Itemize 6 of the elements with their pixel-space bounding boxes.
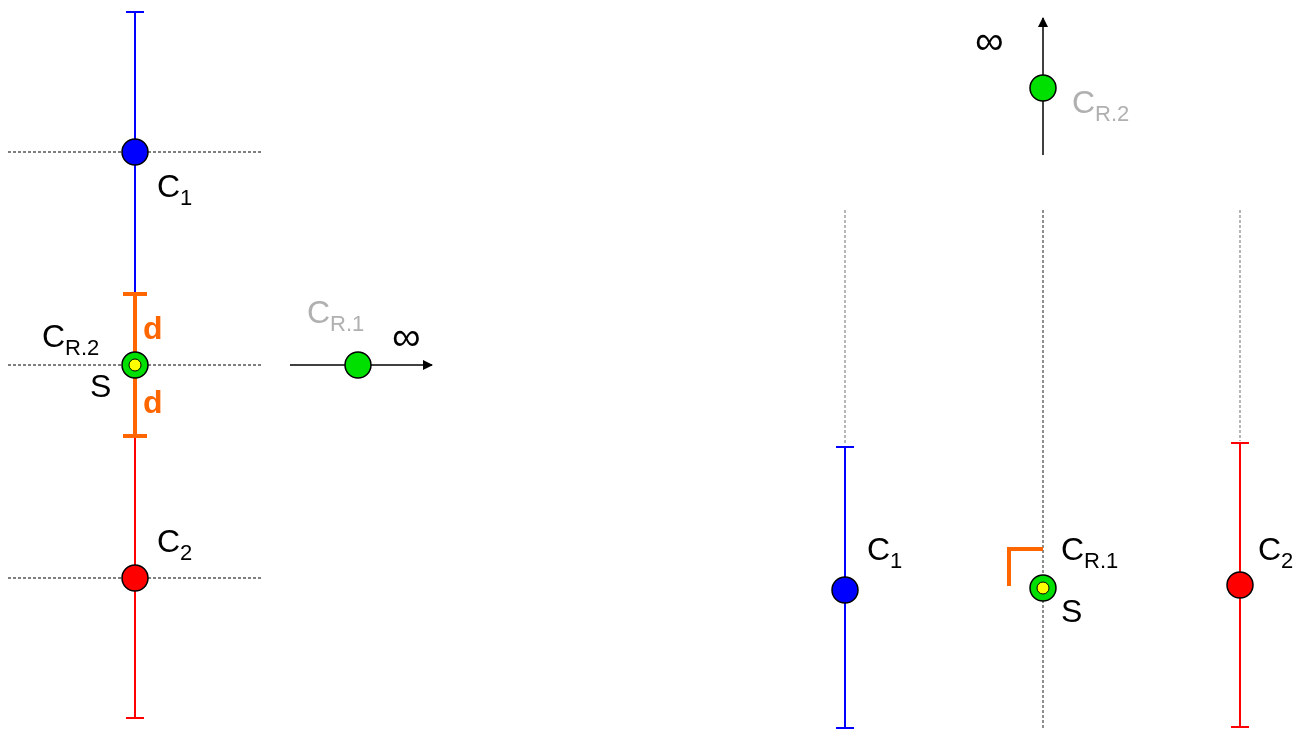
distance-label: d: [143, 312, 163, 344]
infinity-symbol: ∞: [975, 20, 1004, 60]
point-label: S: [1061, 595, 1083, 627]
distance-label: d: [143, 386, 163, 418]
point-label: S: [90, 370, 112, 402]
infinity-symbol: ∞: [392, 316, 421, 356]
